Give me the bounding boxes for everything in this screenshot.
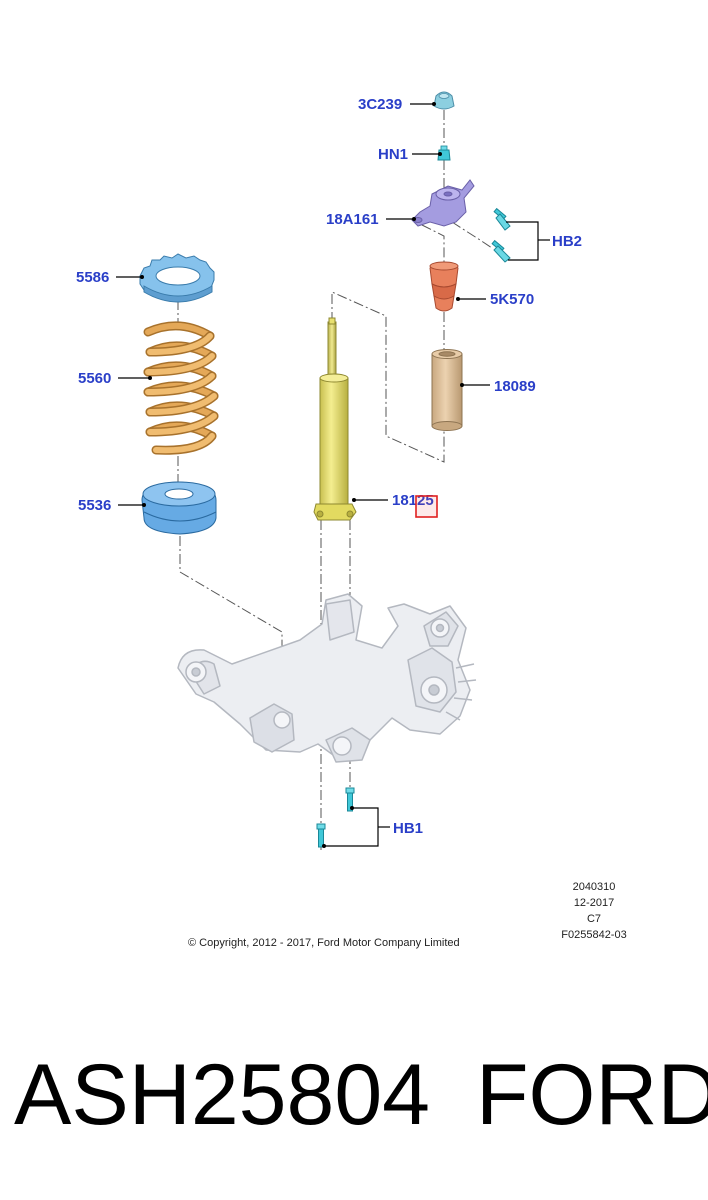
shock-absorber-18125[interactable] bbox=[313, 317, 357, 521]
copyright-notice: © Copyright, 2012 - 2017, Ford Motor Com… bbox=[188, 937, 460, 949]
leader-lines bbox=[116, 103, 550, 847]
brand-name: FORD bbox=[476, 1047, 708, 1143]
meta-line-4: F0255842-03 bbox=[561, 929, 626, 941]
part-banner: ASH25804 FORD bbox=[0, 1040, 708, 1170]
callout-5536[interactable]: 5536 bbox=[78, 497, 111, 514]
exploded-parts-diagram: 3C239 HN1 18A161 HB2 5586 5K570 5560 180… bbox=[76, 91, 627, 949]
bolt-hb2-upper[interactable] bbox=[493, 207, 511, 231]
bolt-hb1-lower[interactable] bbox=[316, 823, 326, 848]
callout-5586[interactable]: 5586 bbox=[76, 269, 109, 286]
dust-boot-18089[interactable] bbox=[431, 349, 463, 431]
callout-5560[interactable]: 5560 bbox=[78, 370, 111, 387]
bolt-hb1-upper[interactable] bbox=[345, 787, 355, 812]
upper-mount-18a161[interactable] bbox=[411, 179, 475, 227]
subframe-assembly bbox=[177, 593, 477, 763]
coil-spring-5560[interactable] bbox=[143, 321, 219, 455]
callout-hb1[interactable]: HB1 bbox=[393, 820, 423, 837]
leader-dots bbox=[140, 102, 464, 848]
part-number: ASH25804 bbox=[14, 1047, 430, 1143]
callout-18a161[interactable]: 18A161 bbox=[326, 211, 379, 228]
spring-seat-5586[interactable] bbox=[139, 253, 215, 303]
jounce-bumper-5k570[interactable] bbox=[429, 261, 459, 312]
selection-highlight-box bbox=[415, 495, 438, 518]
callout-hb2[interactable]: HB2 bbox=[552, 233, 582, 250]
bolt-hb2-lower[interactable] bbox=[491, 239, 511, 263]
meta-line-3: C7 bbox=[587, 913, 601, 925]
meta-line-1: 2040310 bbox=[573, 881, 616, 893]
meta-line-2: 12-2017 bbox=[574, 897, 614, 909]
spring-seat-5536[interactable] bbox=[141, 481, 217, 535]
callout-3c239[interactable]: 3C239 bbox=[358, 96, 402, 113]
callout-18089[interactable]: 18089 bbox=[494, 378, 536, 395]
callout-hn1[interactable]: HN1 bbox=[378, 146, 408, 163]
callout-5k570[interactable]: 5K570 bbox=[490, 291, 534, 308]
nut-cap-3c239[interactable] bbox=[433, 91, 455, 110]
